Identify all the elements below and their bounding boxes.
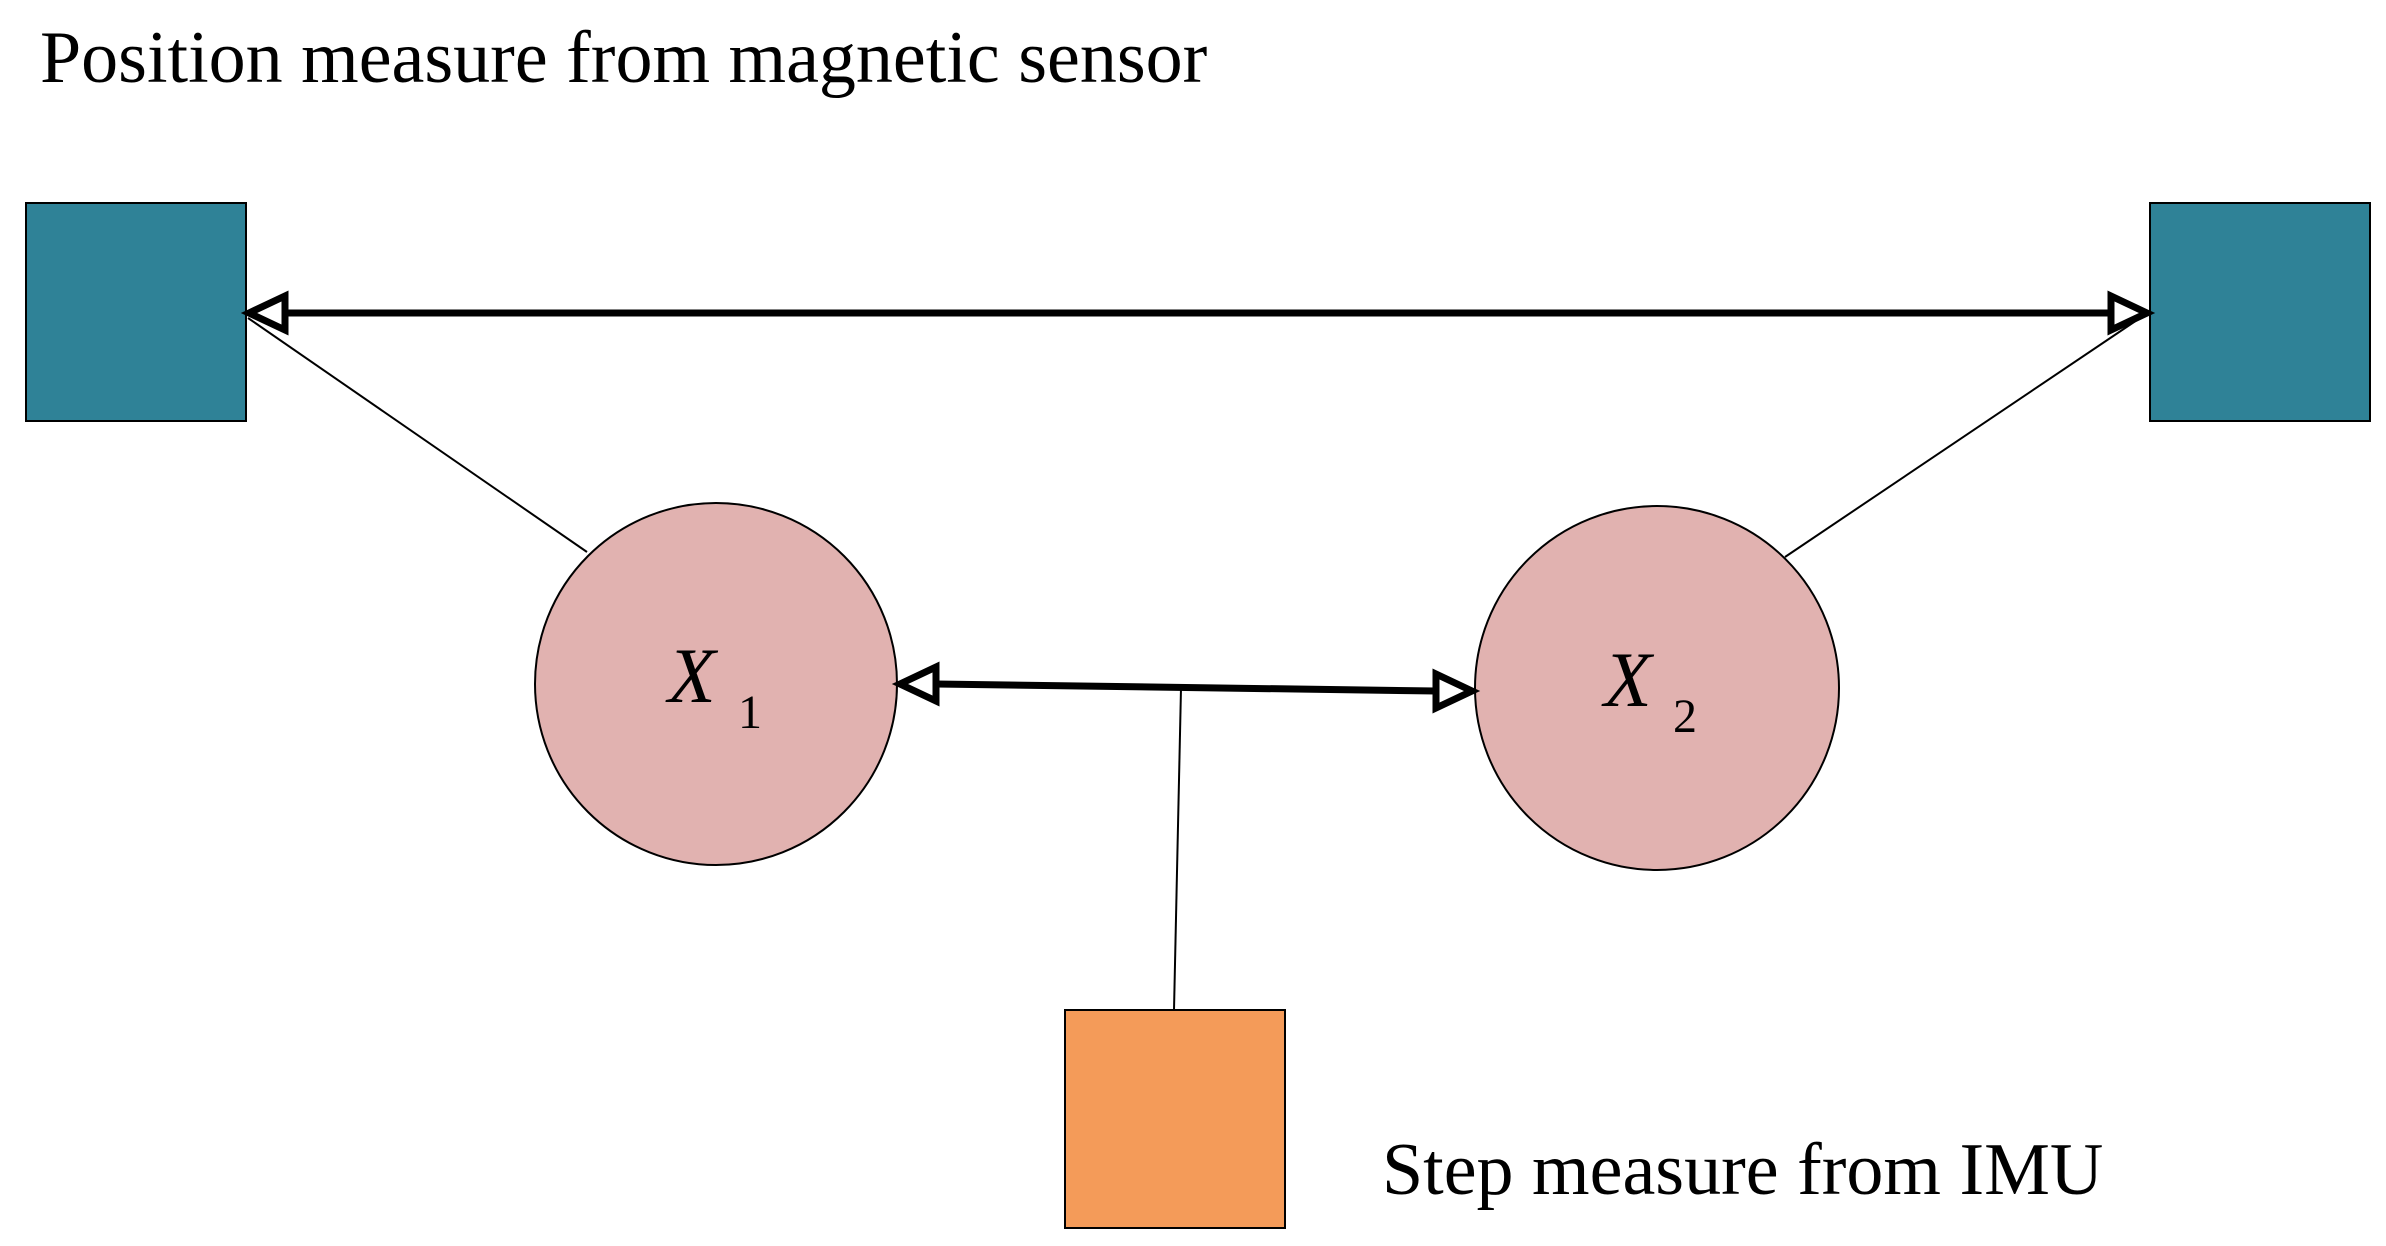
node-x2-subscript: 2 <box>1673 690 1697 743</box>
node-x1-label: X <box>665 632 719 719</box>
imu-sensor <box>1064 1009 1286 1229</box>
magnetic-sensor-right <box>2149 202 2371 422</box>
step-measure-label: Step measure from IMU <box>1382 1129 2103 1211</box>
node-x1-subscript: 1 <box>738 686 762 739</box>
connector-left-sensor-to-x1 <box>247 317 588 553</box>
position-arrow-head-right <box>2107 290 2156 336</box>
position-arrow-head-left <box>240 290 289 336</box>
connector-right-sensor-to-x2 <box>1784 317 2141 558</box>
node-x2: X 2 <box>1474 505 1840 871</box>
magnetic-sensor-left <box>25 202 247 422</box>
step-arrow-line <box>935 680 1437 695</box>
node-x1: X 1 <box>534 502 898 866</box>
step-arrow-head-right <box>1432 668 1481 714</box>
node-x2-label: X <box>1601 636 1655 723</box>
step-arrow-head-left <box>891 661 940 707</box>
position-measure-label: Position measure from magnetic sensor <box>40 17 1207 99</box>
connector-imu-to-step-edge <box>1173 687 1182 1011</box>
